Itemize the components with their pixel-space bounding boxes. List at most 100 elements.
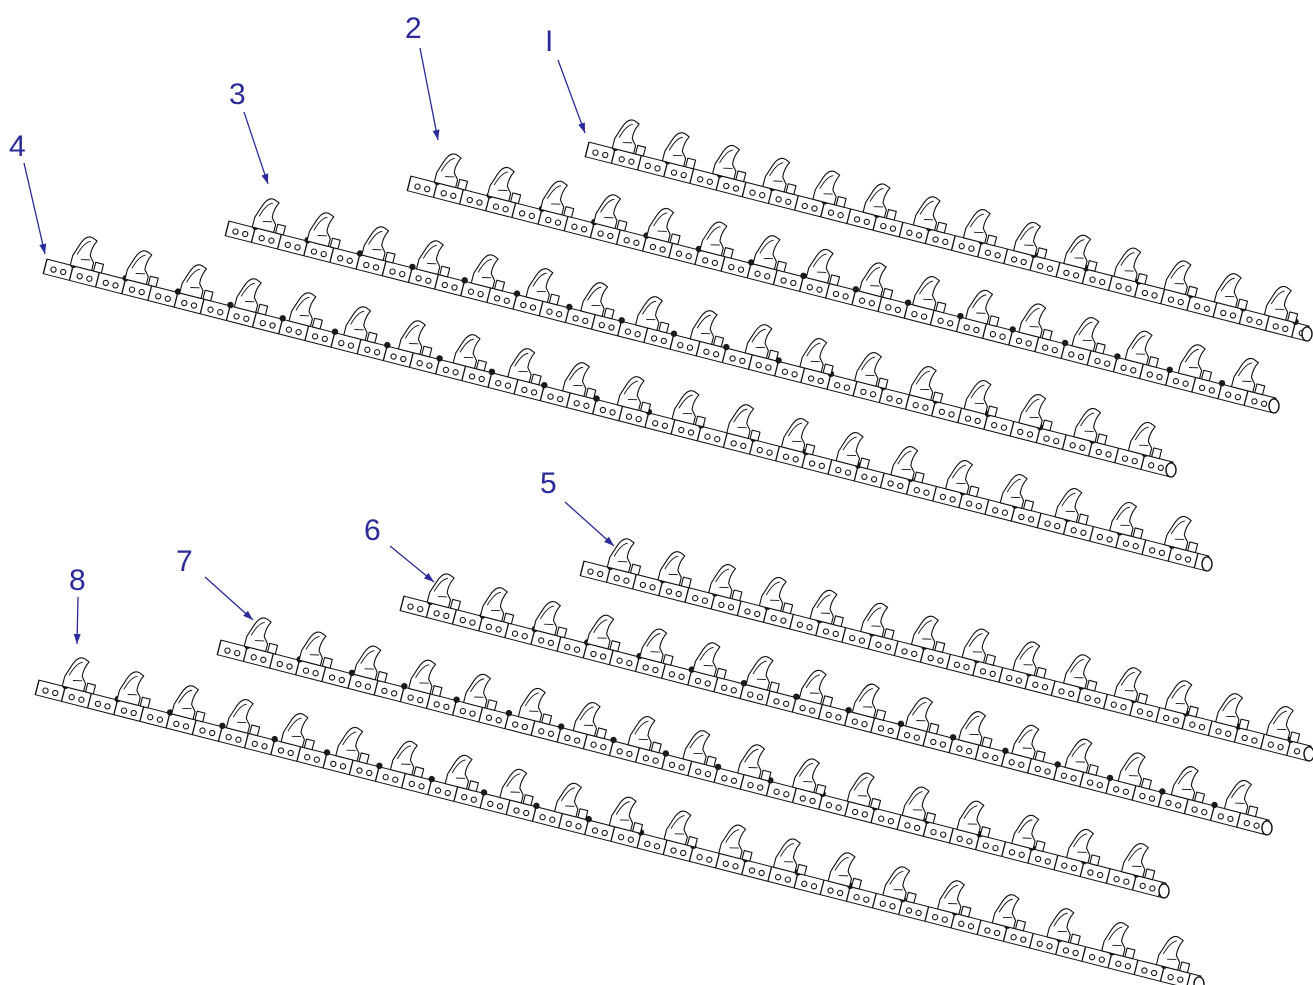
pin-hole bbox=[887, 727, 894, 735]
attachment-lug bbox=[433, 153, 462, 189]
pin-hole bbox=[520, 301, 527, 309]
pin-hole bbox=[1172, 717, 1180, 724]
attachment bbox=[699, 221, 734, 259]
attachment-tab bbox=[749, 429, 761, 442]
link-divider bbox=[505, 799, 511, 815]
link-divider bbox=[998, 667, 1004, 683]
link-divider bbox=[139, 706, 145, 722]
pin-hole bbox=[1113, 876, 1120, 883]
pin-hole bbox=[466, 196, 473, 204]
pin-hole bbox=[528, 212, 535, 220]
pin-hole bbox=[1122, 788, 1130, 795]
pin-hole bbox=[312, 670, 319, 677]
roller bbox=[409, 263, 416, 271]
pin-hole bbox=[1163, 714, 1170, 722]
attachment bbox=[1073, 407, 1108, 446]
link-divider bbox=[793, 195, 799, 211]
pin-hole bbox=[889, 903, 896, 910]
attachment bbox=[1011, 814, 1046, 853]
attachment-detail bbox=[861, 356, 876, 377]
pin-hole bbox=[209, 729, 216, 737]
attachment-detail bbox=[759, 239, 774, 260]
attachment-lug bbox=[611, 119, 640, 155]
pin-hole bbox=[1027, 516, 1035, 523]
pin-hole bbox=[444, 789, 451, 797]
link-divider bbox=[896, 724, 902, 740]
attachment bbox=[1230, 357, 1266, 396]
pin-hole bbox=[1053, 437, 1060, 445]
attachment-detail bbox=[917, 620, 933, 640]
pin-hole bbox=[130, 709, 137, 717]
attachment-detail bbox=[422, 244, 438, 265]
roller bbox=[541, 382, 548, 389]
attachment-detail bbox=[593, 619, 608, 639]
attachment bbox=[882, 866, 917, 904]
attachment-lug bbox=[905, 697, 934, 733]
pin-hole bbox=[1020, 936, 1027, 943]
pin-hole bbox=[665, 588, 673, 595]
attachment-tab bbox=[194, 710, 206, 723]
attachment-lug bbox=[772, 838, 801, 874]
pin-hole bbox=[224, 647, 231, 654]
pin-hole bbox=[330, 760, 337, 768]
attachment bbox=[1054, 488, 1089, 526]
link-divider bbox=[1028, 933, 1034, 949]
callout-label-5: 5 bbox=[540, 467, 557, 500]
attachment bbox=[1163, 515, 1199, 554]
pin-hole bbox=[780, 277, 787, 284]
pin-hole bbox=[849, 634, 856, 642]
attachment-detail bbox=[812, 253, 827, 273]
attachment bbox=[657, 551, 692, 589]
link-divider bbox=[1053, 765, 1059, 781]
attachment-lug bbox=[1013, 221, 1041, 257]
attachment bbox=[718, 824, 753, 862]
pin-hole bbox=[434, 787, 442, 794]
pin-hole bbox=[836, 889, 844, 897]
pin-hole bbox=[1120, 364, 1127, 371]
attachment-detail bbox=[440, 158, 455, 178]
pin-hole bbox=[896, 397, 903, 405]
attachment-detail bbox=[1270, 290, 1285, 310]
pin-hole bbox=[443, 612, 450, 620]
attachment-tab bbox=[1014, 919, 1027, 932]
pin-hole bbox=[1172, 378, 1180, 385]
attachment-tab bbox=[694, 415, 706, 428]
pin-hole bbox=[860, 388, 867, 396]
link-divider bbox=[432, 182, 438, 198]
link-divider bbox=[1209, 805, 1215, 821]
pin-hole bbox=[963, 664, 970, 671]
attachment-lug bbox=[1073, 407, 1102, 443]
attachment-tab bbox=[986, 234, 998, 247]
pin-hole bbox=[887, 818, 895, 825]
attachment-tab bbox=[1193, 791, 1206, 804]
pin-hole bbox=[60, 268, 67, 276]
pin-hole bbox=[461, 794, 468, 801]
pin-hole bbox=[703, 348, 710, 355]
link-divider bbox=[636, 833, 642, 849]
attachment bbox=[606, 538, 642, 576]
end-roller bbox=[1261, 820, 1273, 836]
pin-hole bbox=[1095, 448, 1102, 456]
attachment bbox=[1046, 908, 1081, 946]
pin-hole bbox=[783, 791, 790, 798]
attachment bbox=[389, 740, 425, 779]
pin-hole bbox=[328, 674, 336, 681]
link-divider bbox=[948, 738, 954, 753]
pin-hole bbox=[660, 337, 667, 345]
link-divider bbox=[636, 155, 642, 171]
attachment-tab bbox=[439, 265, 451, 278]
pin-hole bbox=[1058, 688, 1065, 695]
attachment-detail bbox=[579, 706, 594, 726]
link-divider bbox=[658, 580, 664, 596]
pin-hole bbox=[407, 603, 414, 610]
pin-hole bbox=[1046, 265, 1054, 272]
pin-hole bbox=[590, 741, 597, 748]
pin-hole bbox=[773, 788, 780, 795]
pin-hole bbox=[493, 295, 501, 302]
link-divider bbox=[746, 263, 752, 279]
pin-hole bbox=[575, 823, 582, 830]
pin-hole bbox=[818, 462, 825, 470]
attachment-tab bbox=[960, 905, 972, 918]
pin-hole bbox=[773, 698, 780, 705]
pin-hole bbox=[232, 228, 239, 235]
